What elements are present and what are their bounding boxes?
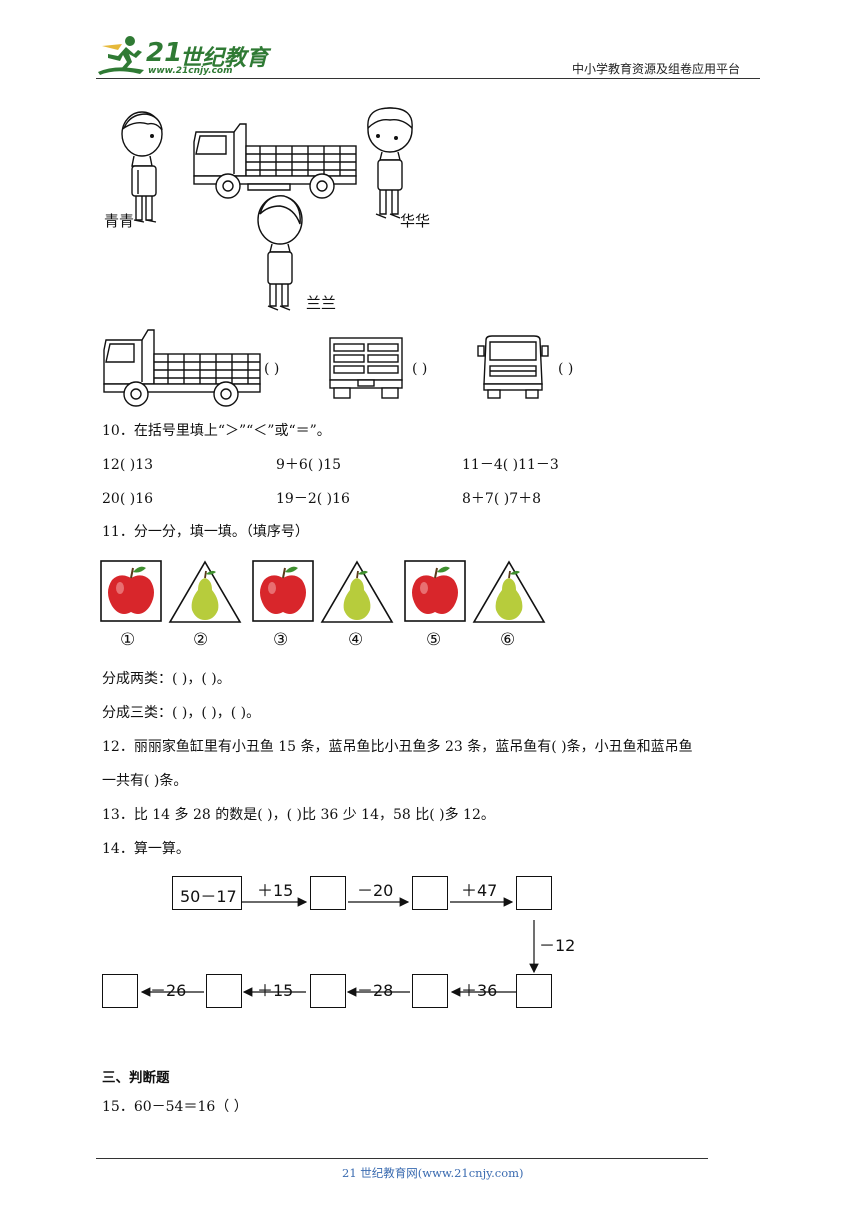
truck-back-view-option xyxy=(329,337,403,399)
flow-op-minus-20: －20 xyxy=(357,881,394,900)
name-lanlan: 兰兰 xyxy=(306,294,337,312)
flow-start-box xyxy=(172,876,242,910)
flow-arrows xyxy=(140,897,539,997)
flow-op-plus-15: ＋15 xyxy=(257,881,294,900)
flow-op-plus-36: ＋36 xyxy=(461,981,498,1000)
flow-answer-box-7[interactable] xyxy=(206,974,242,1008)
flow-op-minus-28: －28 xyxy=(357,981,394,1000)
item-label-2: ② xyxy=(193,630,209,650)
q10-title: 10．在括号里填上“＞”“＜”或“＝”。 xyxy=(102,423,331,439)
q11-title: 11．分一分，填一填。（填序号） xyxy=(102,524,309,540)
child-qingqing-figure xyxy=(121,111,163,223)
q12-line-2[interactable]: 一共有( )条。 xyxy=(102,773,188,789)
flow-op-plus-15-b: ＋15 xyxy=(257,981,294,1000)
q11-two-classes[interactable]: 分成两类：( )，( )。 xyxy=(102,671,231,687)
flow-answer-box-8[interactable] xyxy=(102,974,138,1008)
flow-answer-box-6[interactable] xyxy=(310,974,346,1008)
logo-number: 21 xyxy=(146,38,183,68)
q10-item-1[interactable]: 12( )13 xyxy=(102,457,154,473)
name-huahua: 华华 xyxy=(400,212,431,230)
item-label-1: ① xyxy=(120,630,136,650)
flow-op-minus-26: －26 xyxy=(150,981,187,1000)
q10-item-5[interactable]: 19－2( )16 xyxy=(276,491,350,507)
truck-side-figure xyxy=(193,123,357,199)
q10-item-2[interactable]: 9＋6( )15 xyxy=(276,457,342,473)
flow-answer-box-2[interactable] xyxy=(412,876,448,910)
q12-line-1[interactable]: 12．丽丽家鱼缸里有小丑鱼 15 条，蓝吊鱼比小丑鱼多 23 条，蓝吊鱼有( )… xyxy=(102,739,693,755)
flow-start-expression: 50－17 xyxy=(180,887,237,906)
item-label-4: ④ xyxy=(348,630,364,650)
child-lanlan-figure xyxy=(257,195,303,311)
flow-answer-box-3[interactable] xyxy=(516,876,552,910)
q15-text[interactable]: 15．60－54＝16（ ） xyxy=(102,1099,248,1115)
flow-answer-box-4[interactable] xyxy=(516,974,552,1008)
item-label-6: ⑥ xyxy=(500,630,516,650)
footer-link[interactable]: 21 世纪教育网(www.21cnjy.com) xyxy=(342,1166,524,1180)
name-qingqing: 青青 xyxy=(104,212,135,230)
footer-rule xyxy=(96,1158,708,1159)
section-3-title: 三、判断题 xyxy=(102,1070,170,1086)
header: 21 世纪教育 www.21cnjy.com 中小学教育资源及组卷应用平台 xyxy=(0,0,860,80)
apple-square-3-icon xyxy=(252,560,314,622)
flow-op-minus-12: －12 xyxy=(539,936,576,955)
truck-front-view-option xyxy=(477,335,549,399)
answer-blank-2[interactable]: ( ) xyxy=(412,361,428,377)
child-huahua-figure xyxy=(367,107,413,219)
q11-three-classes[interactable]: 分成三类：( )，( )，( )。 xyxy=(102,705,261,721)
pear-triangle-4-icon xyxy=(320,560,394,623)
flow-op-plus-47: ＋47 xyxy=(461,881,498,900)
q10-item-4[interactable]: 20( )16 xyxy=(102,491,154,507)
item-label-3: ③ xyxy=(273,630,289,650)
flow-answer-box-1[interactable] xyxy=(310,876,346,910)
q13-text[interactable]: 13．比 14 多 28 的数是( )，( )比 36 少 14，58 比( )… xyxy=(102,807,495,823)
apple-square-1-icon xyxy=(100,560,162,622)
logo-url: www.21cnjy.com xyxy=(148,66,233,76)
q10-item-6[interactable]: 8＋7( )7＋8 xyxy=(462,491,542,507)
truck-side-view-option xyxy=(103,329,261,407)
header-rule xyxy=(96,78,760,79)
platform-name: 中小学教育资源及组卷应用平台 xyxy=(572,62,741,76)
runner-logo-icon xyxy=(98,36,144,75)
answer-blank-3[interactable]: ( ) xyxy=(558,361,574,377)
answer-blank-1[interactable]: ( ) xyxy=(264,361,280,377)
logo-text: 世纪教育 xyxy=(180,46,269,71)
pear-triangle-6-icon xyxy=(472,560,546,623)
pear-triangle-2-icon xyxy=(168,560,242,623)
q14-title: 14．算一算。 xyxy=(102,841,190,857)
flow-answer-box-5[interactable] xyxy=(412,974,448,1008)
apple-square-5-icon xyxy=(404,560,466,622)
item-label-5: ⑤ xyxy=(426,630,442,650)
q10-item-3[interactable]: 11－4( )11－3 xyxy=(462,457,559,473)
